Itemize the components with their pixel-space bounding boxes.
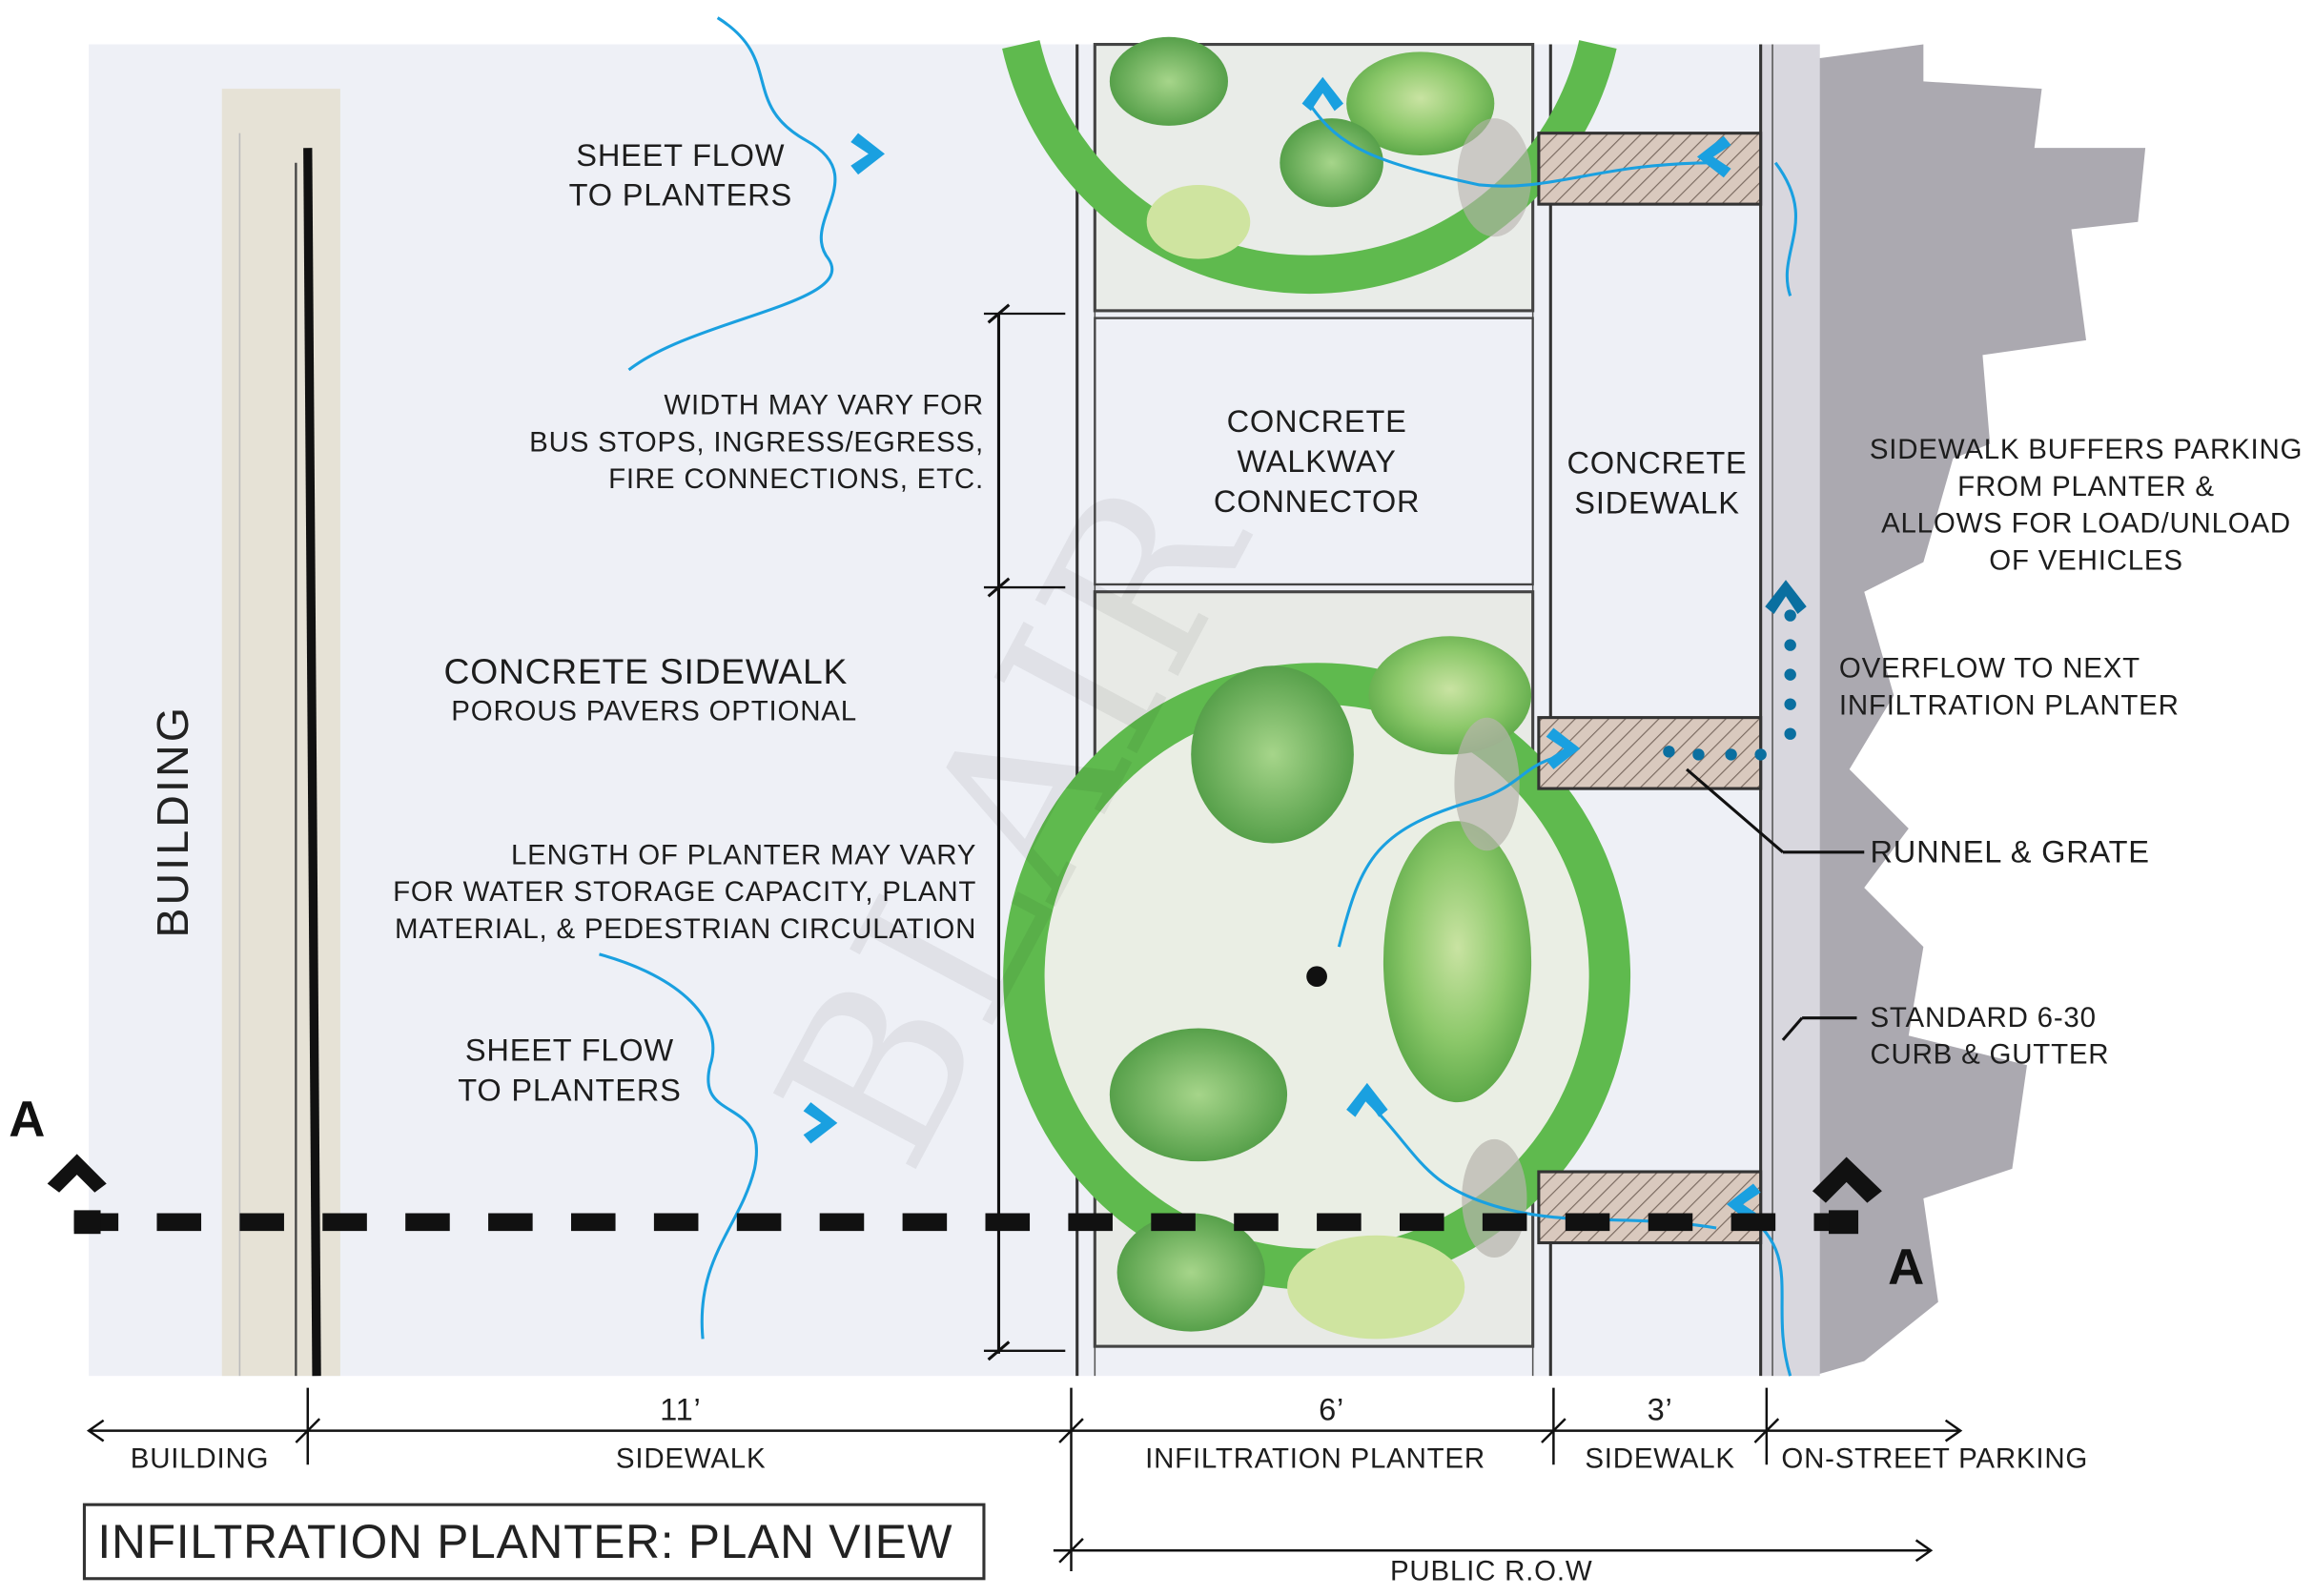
zone-sidewalk-buffer: SIDEWALK	[1585, 1443, 1735, 1476]
dimension-lines	[86, 1387, 1963, 1572]
building-wall	[221, 89, 340, 1377]
public-row-label: PUBLIC R.O.W	[1389, 1556, 1593, 1588]
planter-dimension: 6’	[1319, 1393, 1345, 1428]
zone-infiltration-planter: INFILTRATION PLANTER	[1145, 1443, 1485, 1476]
sidewalk-dimension: 11’	[660, 1393, 702, 1428]
building-label: BUILDING	[149, 704, 198, 938]
porous-pavers-label: POROUS PAVERS OPTIONAL	[451, 696, 857, 728]
section-marker-left: A	[9, 1092, 46, 1149]
zone-building: BUILDING	[130, 1443, 270, 1476]
buffer-dimension: 3’	[1647, 1393, 1673, 1428]
drain-point	[1306, 966, 1327, 988]
sheet-flow-lines	[599, 16, 1798, 1377]
zone-sidewalk: SIDEWALK	[615, 1443, 767, 1476]
runnel-bottom	[1537, 1170, 1763, 1245]
concrete-sidewalk-main-label: CONCRETE SIDEWALK	[443, 652, 849, 693]
zone-on-street-parking: ON-STREET PARKING	[1781, 1443, 2089, 1476]
diagram-title: INFILTRATION PLANTER: PLAN VIEW	[97, 1515, 953, 1568]
walkway-connector	[1094, 317, 1534, 586]
overflow-dots	[1663, 609, 1796, 761]
title-box	[82, 1503, 986, 1581]
curb-gutter	[1760, 44, 1820, 1377]
runnel-grate-label: RUNNEL & GRATE	[1870, 835, 2150, 870]
section-marker-right: A	[1888, 1239, 1925, 1297]
on-street-parking-area	[1812, 44, 2146, 1377]
